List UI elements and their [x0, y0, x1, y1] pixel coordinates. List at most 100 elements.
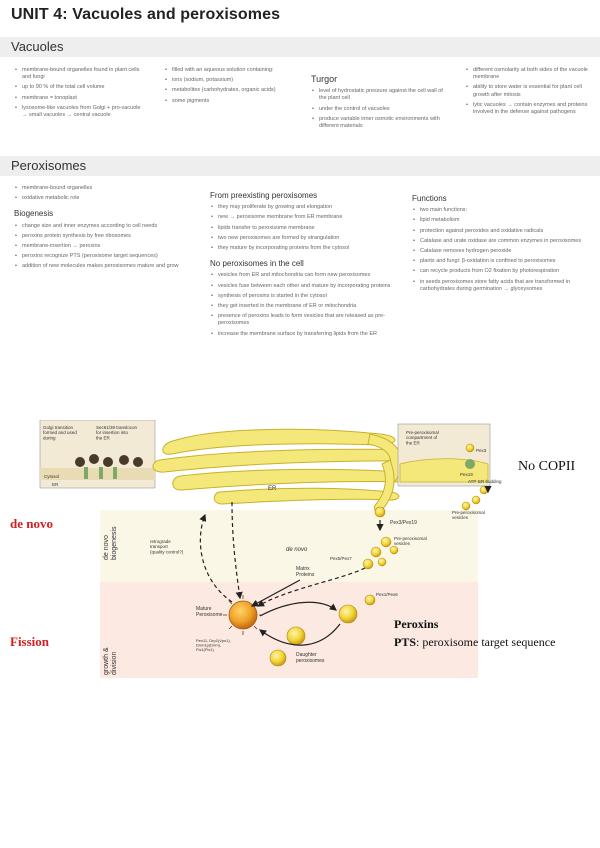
list-item: peroxins protein synthesis by free ribos… — [14, 233, 194, 240]
growth-division-label: growth &division — [103, 647, 118, 675]
list-item: lytic vacuoles → contain enzymes and pro… — [465, 102, 593, 116]
preexisting-heading: From preexisting peroxisomes — [210, 191, 318, 200]
list-item: vesicles from ER and mitochondria can fo… — [210, 272, 395, 279]
mature-peroxisome — [228, 600, 258, 630]
section-header-peroxisomes: Peroxisomes — [0, 156, 600, 176]
list-item: vesicles fuse between each other and mat… — [210, 283, 395, 290]
ribosome-icons — [75, 454, 143, 467]
er-membrane-strip — [40, 468, 155, 480]
list-item: membrane-insertion → peroxins — [14, 243, 194, 250]
pex19-icon — [465, 459, 475, 469]
list-item: ability to store water is essential for … — [465, 84, 593, 98]
list-item: in seeds peroxisomes store fatty acids t… — [412, 279, 592, 293]
list-item: level of hydrostatic pressure against th… — [311, 88, 451, 102]
pex3-vesicle — [465, 443, 475, 453]
list-item: presence of peroxins leads to form vesic… — [210, 313, 395, 327]
pex11-label: Pex11, Drp1(Vps1),Dnm1p(Dnm),Fis1(Fis1) — [196, 638, 231, 652]
er-network — [152, 428, 436, 512]
no-copii-label: No COPII — [518, 459, 576, 474]
peroxisomes-col-1: membrane-bound organelles oxidative meta… — [14, 185, 194, 274]
page-title: UNIT 4: Vacuoles and peroxisomes — [11, 6, 281, 23]
section-header-vacuoles: Vacuoles — [0, 37, 600, 57]
list-item: different osmolarity at both sides of th… — [465, 67, 593, 81]
list-item: they mature by incorporating proteins fr… — [210, 245, 395, 252]
list-item: produce variable inner osmotic environme… — [311, 116, 451, 130]
functions-heading: Functions — [412, 194, 447, 203]
turgor-heading: Turgor — [311, 74, 338, 84]
vacuoles-col-1: membrane-bound organelles found in plant… — [14, 67, 144, 122]
cytosol-label: Cytosol — [44, 474, 59, 479]
budding-vesicle — [374, 506, 386, 518]
list-item: Catalase removes hydrogen peroxide — [412, 248, 592, 255]
list-item: lipids transfer to peroxisome membrane — [210, 225, 395, 232]
list-item: new → peroxisome membrane from ER membra… — [210, 214, 395, 221]
no-peroxisomes-heading: No peroxisomes in the cell — [210, 259, 304, 269]
list-item: some pigments — [164, 98, 299, 105]
list-item: addition of new molecules makes peroxiso… — [14, 263, 194, 270]
list-item: membrane-bound organelles found in plant… — [14, 67, 144, 81]
list-item: can recycle products from O2 fixation by… — [412, 268, 592, 275]
membrane-protein-icons — [84, 467, 117, 479]
peroxins-label: Peroxins — [394, 617, 439, 631]
de-novo-panel — [100, 510, 478, 582]
vacuoles-col-2: filled with an aqueous solution containi… — [164, 67, 299, 108]
vacuoles-col-3: Turgor level of hydrostatic pressure aga… — [311, 74, 451, 133]
vacuoles-col-4: different osmolarity at both sides of th… — [465, 67, 593, 119]
fission-label: Fission — [10, 634, 50, 649]
budding-vesicle-top — [471, 495, 481, 505]
pts-label: PTS: peroxisome target sequence — [394, 635, 555, 649]
list-item: plants and fungi: β-oxidation is confine… — [412, 258, 592, 265]
er-label: ER — [268, 486, 277, 492]
list-item: two new peroxisomes are formed by strang… — [210, 235, 395, 242]
er-small-label: ER — [52, 482, 59, 487]
list-item: they may proliferate by growing and elon… — [210, 204, 395, 211]
list-item: membrane = tonoplast — [14, 95, 144, 102]
list-item: metabolites (carbohydrates, organic acid… — [164, 87, 299, 94]
list-item: they get inserted in the membrane of ER … — [210, 303, 395, 310]
de-novo-biogenesis-label: de novobiogenesis — [103, 526, 118, 560]
pex3-label: Pex3 — [476, 448, 487, 453]
biogenesis-heading: Biogenesis — [14, 209, 54, 219]
daughter-peroxisomes — [269, 594, 376, 667]
list-item: synthesis of peroxins is started in the … — [210, 293, 395, 300]
list-item: protection against peroxides and oxidati… — [412, 228, 592, 235]
pex1-pex6-label: Pex1/Pex6 — [376, 592, 398, 597]
peroxisomes-col-3: Functions two main functions: lipid meta… — [412, 194, 592, 296]
budding-vesicle-top — [461, 501, 471, 511]
pex19-label: Pex19 — [460, 472, 473, 477]
de-novo-arrow-label: de novo — [286, 547, 308, 553]
peroxisomes-col-2: From preexisting peroxisomes they may pr… — [210, 191, 395, 341]
list-item: peroxins recognize PTS (peroxisome targe… — [14, 253, 194, 260]
pathway-arrows — [199, 486, 492, 646]
list-item: filled with an aqueous solution containi… — [164, 67, 299, 74]
pre-peroxisomal-vesicles — [362, 536, 399, 570]
list-item: lysosome-like vacuoles from Golgi + pro-… — [14, 105, 144, 119]
list-item: up to 90 % of the total cell volume — [14, 84, 144, 91]
list-item: two main functions: — [412, 207, 592, 214]
list-item: change size and inner enzymes according … — [14, 223, 194, 230]
pex-pex19-label: Pex3/Pex19 — [390, 520, 417, 526]
budding-vesicle-top — [479, 485, 489, 495]
list-item: increase the membrane surface by transfe… — [210, 331, 395, 338]
list-item: under the control of vacuoles — [311, 106, 451, 113]
list-item: membrane-bound organelles — [14, 185, 194, 192]
pex5-pex7-label: Pex5/Pex7 — [330, 556, 352, 561]
pts-definition: : peroxisome target sequence — [416, 635, 555, 649]
section-title-vacuoles: Vacuoles — [11, 39, 64, 54]
list-item: ions (sodium, potassium) — [164, 77, 299, 84]
er-budding-label: ER budding — [478, 479, 502, 484]
de-novo-red-label: de novo — [10, 516, 53, 531]
list-item: oxidative metabolic role — [14, 195, 194, 202]
pts-abbrev: PTS — [394, 635, 416, 649]
list-item: Catalase and urate oxidase are common en… — [412, 238, 592, 245]
